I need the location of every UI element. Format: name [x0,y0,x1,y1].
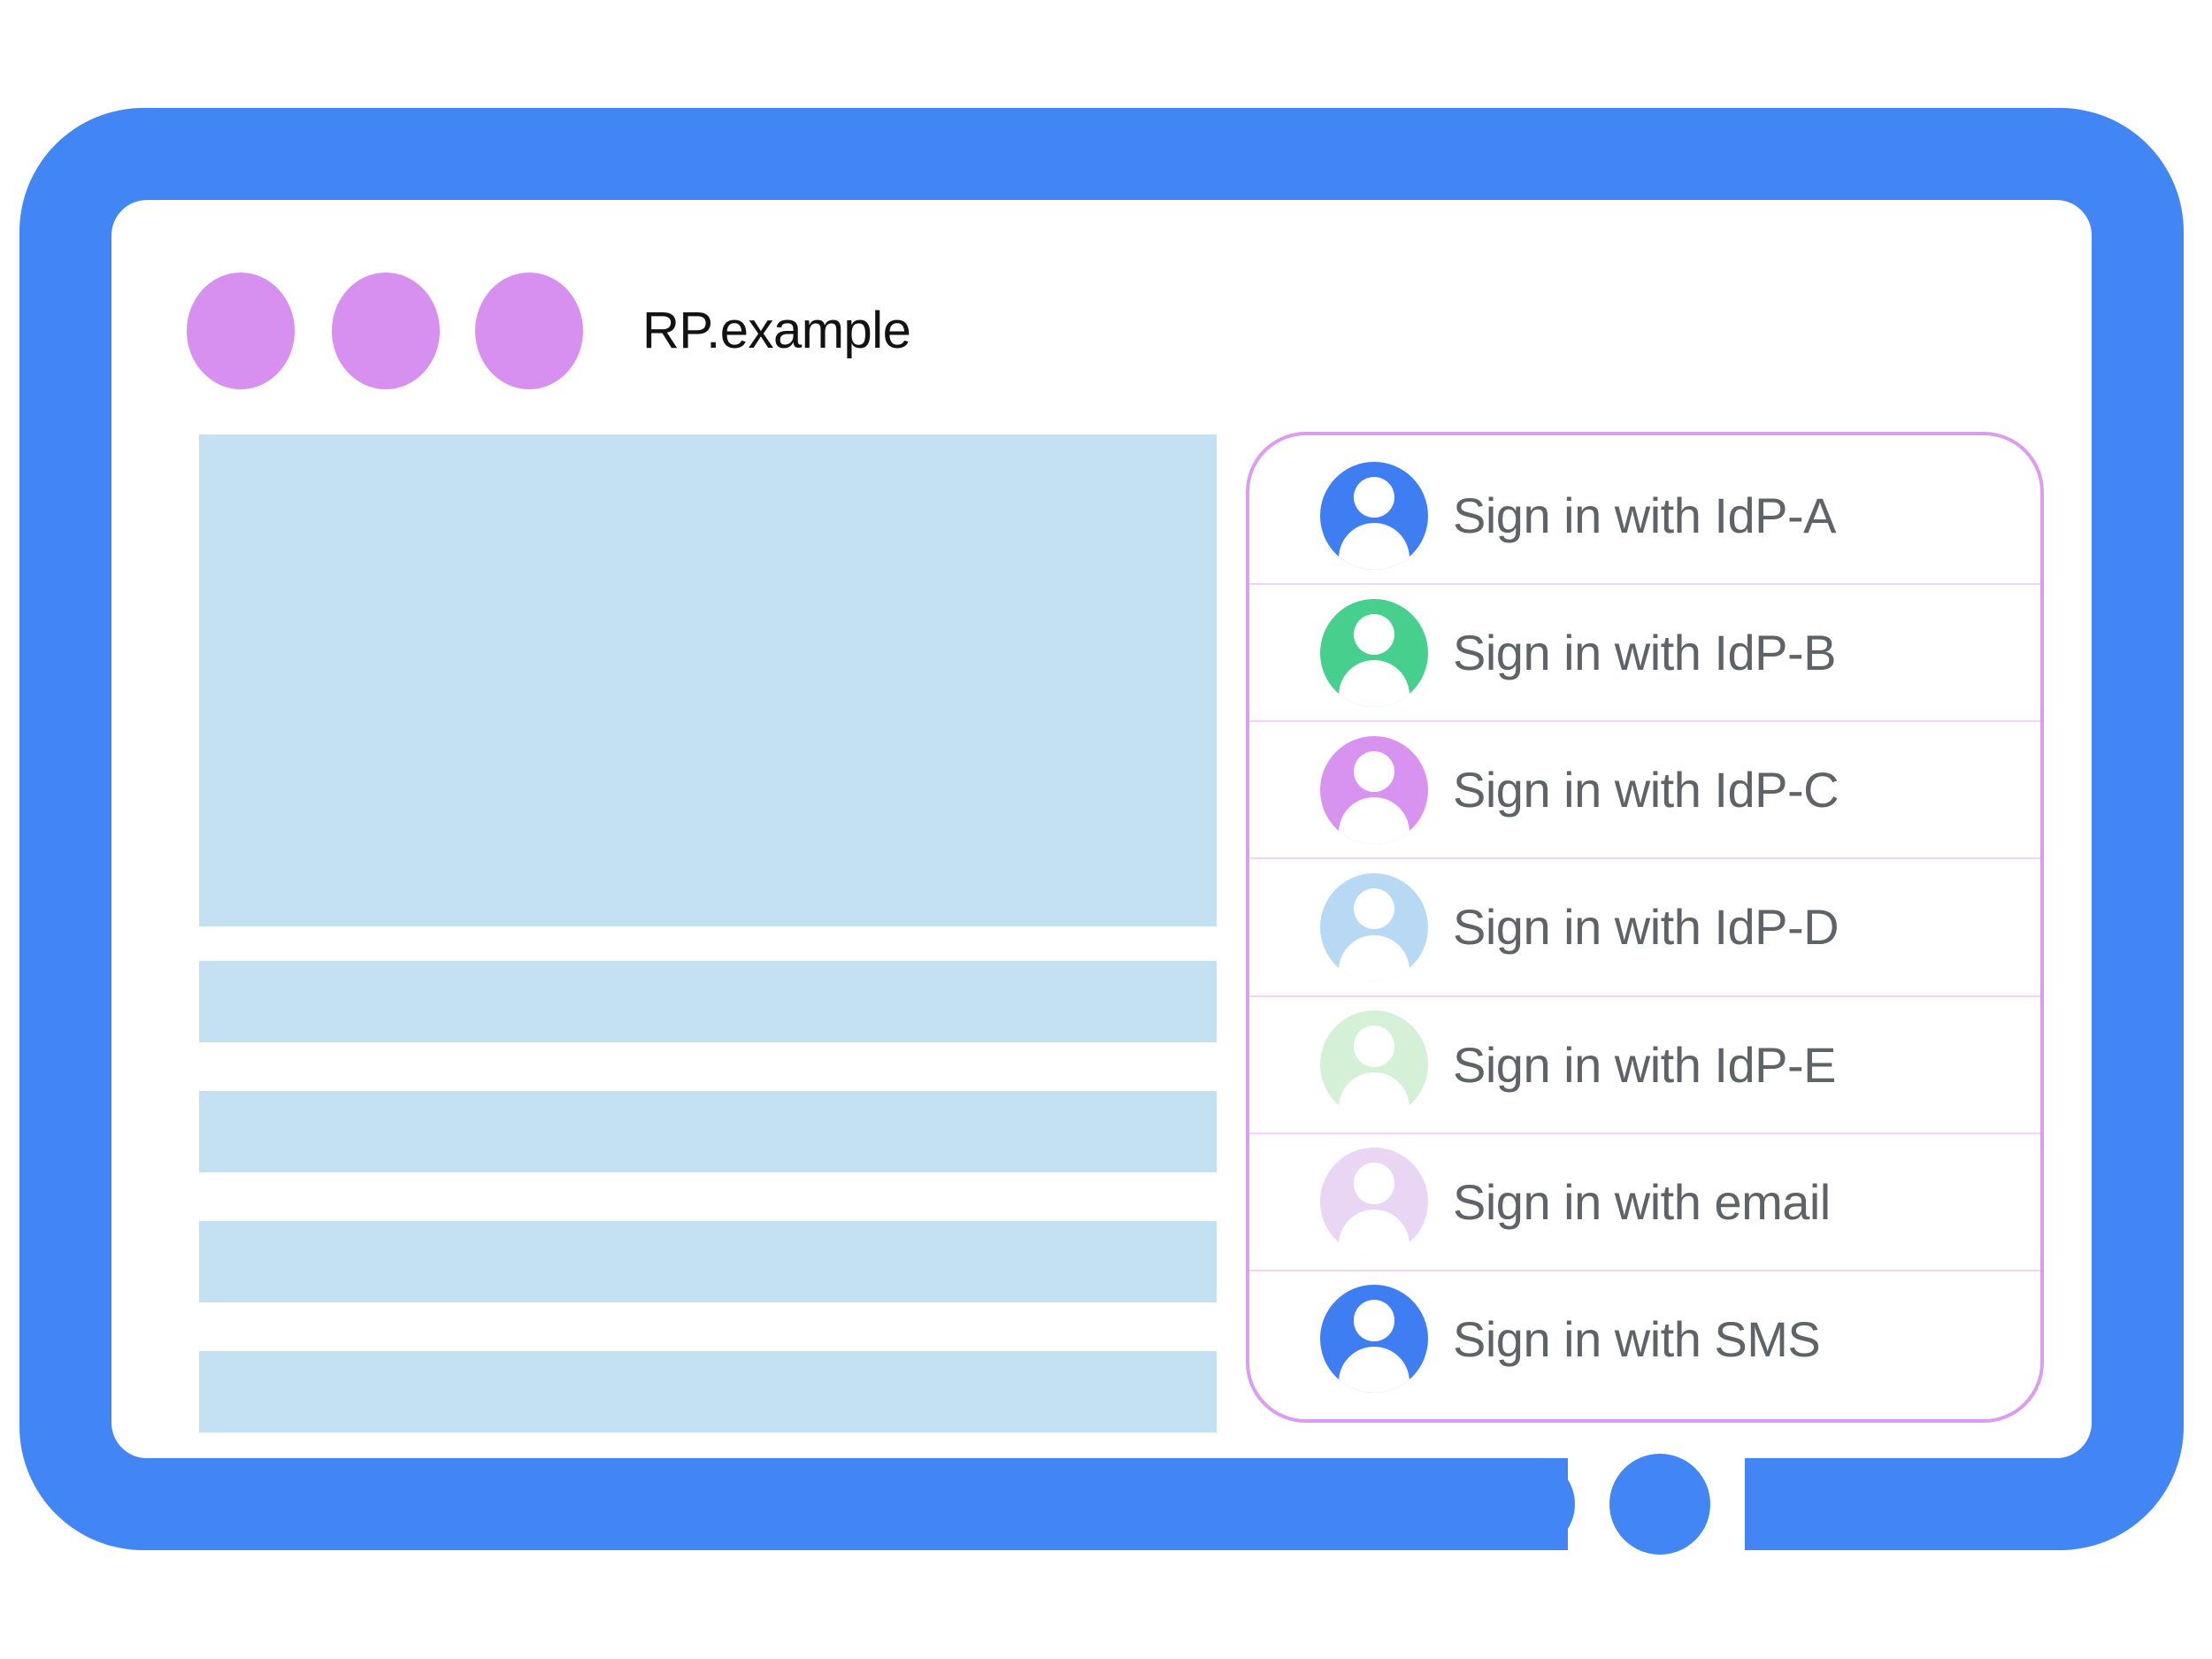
window-control-dot-1[interactable] [187,273,295,389]
signin-option-idp-c[interactable]: Sign in with IdP-C [1249,720,2040,857]
content-placeholder-line-3 [199,1221,1217,1302]
avatar-body [1338,1071,1410,1119]
frame-bottom-bar-left-cap [1416,1458,1575,1550]
signin-option-label: Sign in with IdP-C [1453,762,1839,818]
avatar-head [1353,613,1395,656]
person-avatar-icon [1320,1285,1428,1394]
signin-option-label: Sign in with email [1453,1173,1831,1230]
signin-option-email[interactable]: Sign in with email [1249,1132,2040,1270]
content-placeholder-hero [199,434,1217,926]
person-avatar-icon [1320,872,1428,981]
avatar-head [1353,1300,1395,1341]
avatar-body [1338,1346,1410,1394]
signin-option-sms[interactable]: Sign in with SMS [1249,1269,2040,1407]
signin-option-label: Sign in with SMS [1453,1310,1821,1367]
avatar-body [1338,523,1410,570]
avatar-body [1338,660,1410,707]
frame-bottom-bar-right-cap [1745,1458,1904,1550]
person-avatar-icon [1320,1148,1428,1256]
signin-panel: Sign in with IdP-A Sign in with IdP-B Si… [1246,432,2044,1423]
content-placeholder-line-2 [199,1091,1217,1172]
home-button[interactable] [1609,1454,1710,1555]
signin-option-idp-a[interactable]: Sign in with IdP-A [1249,448,2040,583]
person-avatar-icon [1320,1010,1428,1119]
avatar-head [1353,476,1395,518]
person-avatar-icon [1320,598,1428,707]
window-control-dot-3[interactable] [475,273,583,389]
content-placeholder-line-1 [199,961,1217,1042]
person-avatar-icon [1320,461,1428,570]
signin-option-label: Sign in with IdP-A [1453,488,1836,544]
signin-option-idp-e[interactable]: Sign in with IdP-E [1249,995,2040,1133]
content-placeholder-line-4 [199,1351,1217,1432]
avatar-head [1353,1025,1395,1067]
avatar-head [1353,750,1395,793]
signin-option-idp-b[interactable]: Sign in with IdP-B [1249,583,2040,720]
signin-option-label: Sign in with IdP-D [1453,899,1839,956]
signin-option-label: Sign in with IdP-B [1453,625,1836,681]
window-control-dot-2[interactable] [332,273,440,389]
signin-option-label: Sign in with IdP-E [1453,1036,1836,1093]
avatar-head [1353,888,1395,930]
avatar-body [1338,797,1410,844]
avatar-body [1338,1209,1410,1256]
site-title: RP.example [642,302,911,359]
person-avatar-icon [1320,735,1428,844]
avatar-body [1338,934,1410,981]
avatar-head [1353,1163,1395,1204]
signin-option-idp-d[interactable]: Sign in with IdP-D [1249,857,2040,995]
